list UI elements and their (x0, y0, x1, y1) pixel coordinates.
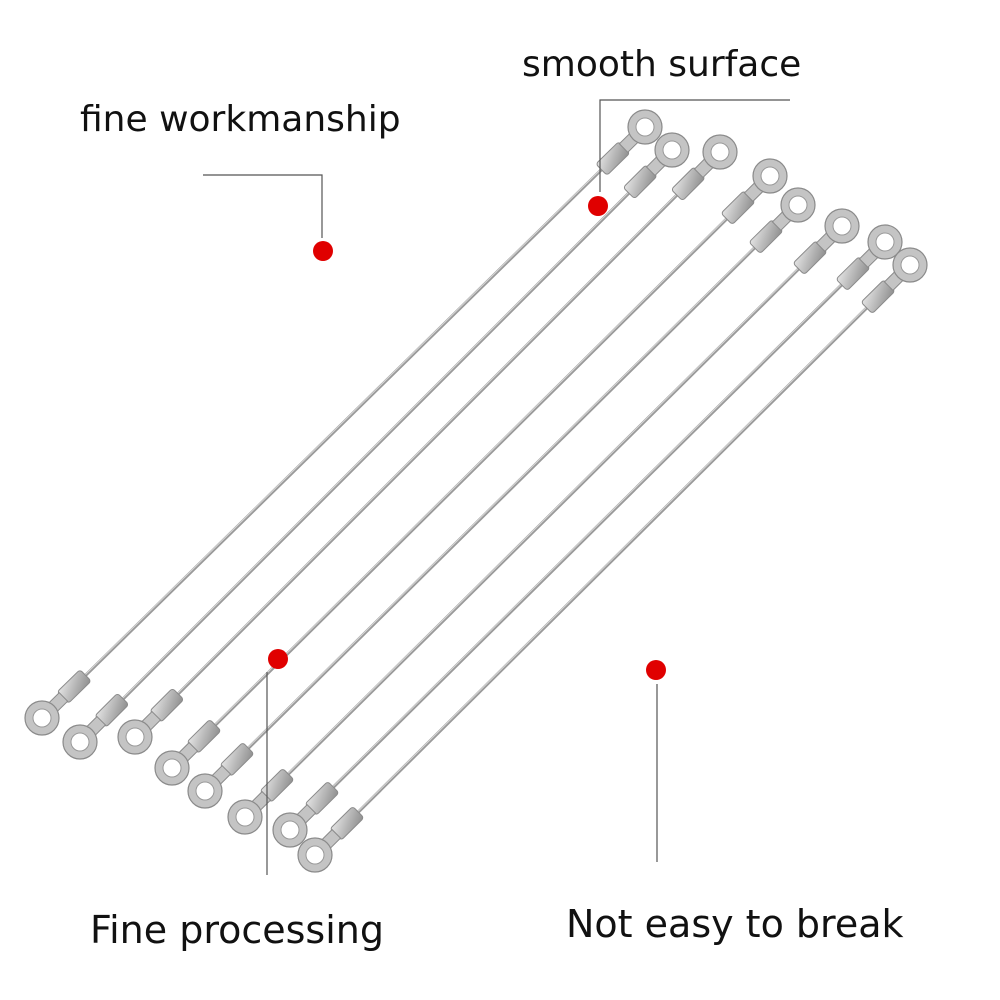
leader-line-smooth-surface (599, 99, 790, 192)
ring-hole (760, 166, 780, 186)
ring-hole (280, 820, 300, 840)
wire-cable (227, 208, 860, 835)
ring-hole (900, 255, 920, 275)
ring-hole (710, 142, 730, 162)
wire-highlight (122, 191, 630, 699)
wire-cable (154, 158, 788, 786)
wire-cable-group (24, 109, 928, 873)
wire-cable (62, 132, 690, 760)
callout-fine-workmanship: fine workmanship (80, 99, 401, 140)
wire-strand (356, 305, 869, 815)
ring-hole (162, 758, 182, 778)
wire-highlight (84, 167, 603, 676)
wire-strand (331, 282, 844, 790)
wire-strand (83, 167, 604, 678)
wire-highlight (177, 193, 678, 694)
ring-hole (125, 727, 145, 747)
marker-dot-not-easy (646, 660, 666, 680)
wire-strand (286, 266, 801, 777)
wire-highlight (287, 266, 800, 775)
callout-fine-processing: Fine processing (90, 908, 384, 952)
callout-smooth-surface: smooth surface (522, 44, 802, 85)
wire-strand (213, 216, 729, 728)
callout-not-easy-to-break: Not easy to break (566, 902, 904, 946)
wire-highlight (357, 305, 868, 813)
leader-line-fine-workmanship (203, 174, 323, 238)
leader-lines (203, 99, 790, 875)
ring-hole (788, 195, 808, 215)
wire-highlight (247, 245, 756, 749)
wire-strand (175, 192, 680, 697)
ring-hole (195, 781, 215, 801)
marker-dot-fine-workmanship (313, 241, 333, 261)
ring-hole (70, 732, 90, 752)
wire-highlight (332, 282, 843, 788)
wire-cable (272, 224, 903, 848)
wire-highlight (214, 216, 728, 726)
marker-dots (268, 196, 666, 680)
wire-cable (297, 247, 928, 873)
wire-strand (120, 190, 632, 702)
ring-hole (235, 807, 255, 827)
ring-hole (832, 216, 852, 236)
ring-hole (305, 845, 325, 865)
ring-hole (32, 708, 52, 728)
marker-dot-smooth-surface (588, 196, 608, 216)
ring-hole (875, 232, 895, 252)
wire-strand (246, 245, 757, 751)
ring-hole (635, 117, 655, 137)
marker-dot-fine-processing (268, 649, 288, 669)
wire-cable (117, 134, 738, 755)
wire-cable (187, 187, 816, 809)
wire-cable (24, 109, 663, 736)
ring-hole (662, 140, 682, 160)
